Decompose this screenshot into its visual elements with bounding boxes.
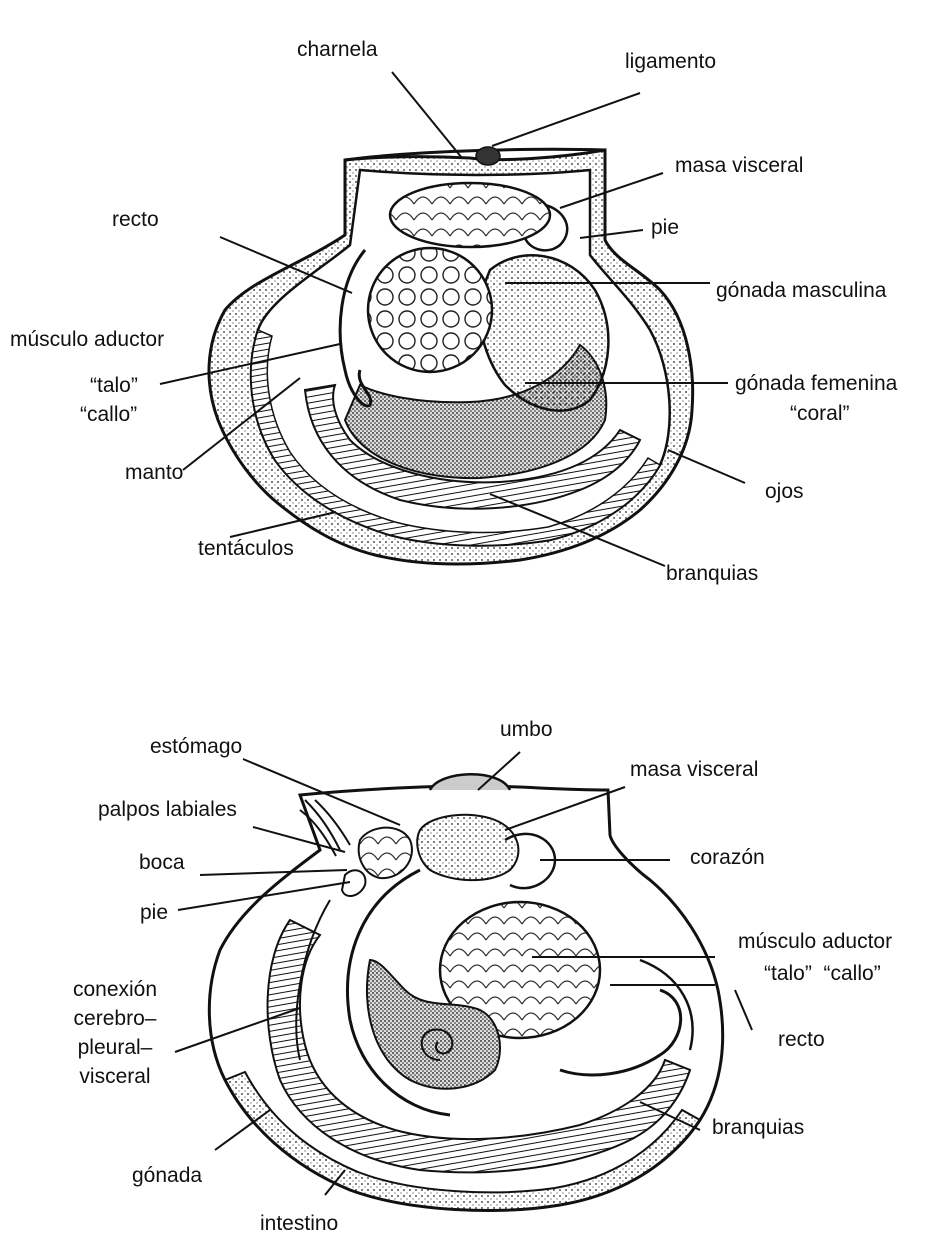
label-musculo-aductor-bottom: músculo aductor [738, 930, 892, 954]
label-estomago: estómago [150, 735, 242, 759]
label-coral: “coral” [790, 402, 850, 426]
label-palpos-labiales: palpos labiales [98, 798, 237, 822]
top-ligament [476, 147, 500, 165]
bottom-umbo [430, 774, 510, 790]
label-charnela: charnela [297, 38, 378, 62]
label-ligamento: ligamento [625, 50, 716, 74]
label-masa-visceral-top: masa visceral [675, 154, 803, 178]
label-intestino: intestino [260, 1212, 338, 1236]
top-scallop [209, 147, 693, 564]
label-manto: manto [125, 461, 183, 485]
label-branquias-top: branquias [666, 562, 758, 586]
label-talo-callo-bottom: “talo” “callo” [764, 962, 881, 986]
bottom-visceral-mass [417, 815, 518, 880]
bottom-scallop [209, 774, 722, 1210]
label-callo-top: “callo” [80, 403, 137, 427]
label-gonada-bottom: gónada [132, 1164, 202, 1188]
label-pie-top: pie [651, 216, 679, 240]
label-talo-top: “talo” [90, 374, 138, 398]
label-recto-top: recto [112, 208, 159, 232]
label-recto-bottom: recto [778, 1028, 825, 1052]
label-masa-visceral-bottom: masa visceral [630, 758, 758, 782]
label-branquias-bottom: branquias [712, 1116, 804, 1140]
label-conexion-line3: pleural– [60, 1036, 170, 1060]
label-pie-bottom: pie [140, 901, 168, 925]
top-adductor-muscle [368, 248, 492, 372]
label-musculo-aductor-top: músculo aductor [10, 328, 164, 352]
label-conexion-line1: conexión [60, 978, 170, 1002]
label-boca: boca [139, 851, 185, 875]
label-tentaculos: tentáculos [198, 537, 294, 561]
label-gonada-masculina: gónada masculina [716, 279, 886, 303]
top-visceral-mass [390, 183, 550, 247]
label-conexion-line4: visceral [60, 1065, 170, 1089]
label-corazon: corazón [690, 846, 765, 870]
label-conexion-line2: cerebro– [60, 1007, 170, 1031]
label-umbo: umbo [500, 718, 553, 742]
label-ojos: ojos [765, 480, 804, 504]
label-gonada-femenina: gónada femenina [735, 372, 897, 396]
